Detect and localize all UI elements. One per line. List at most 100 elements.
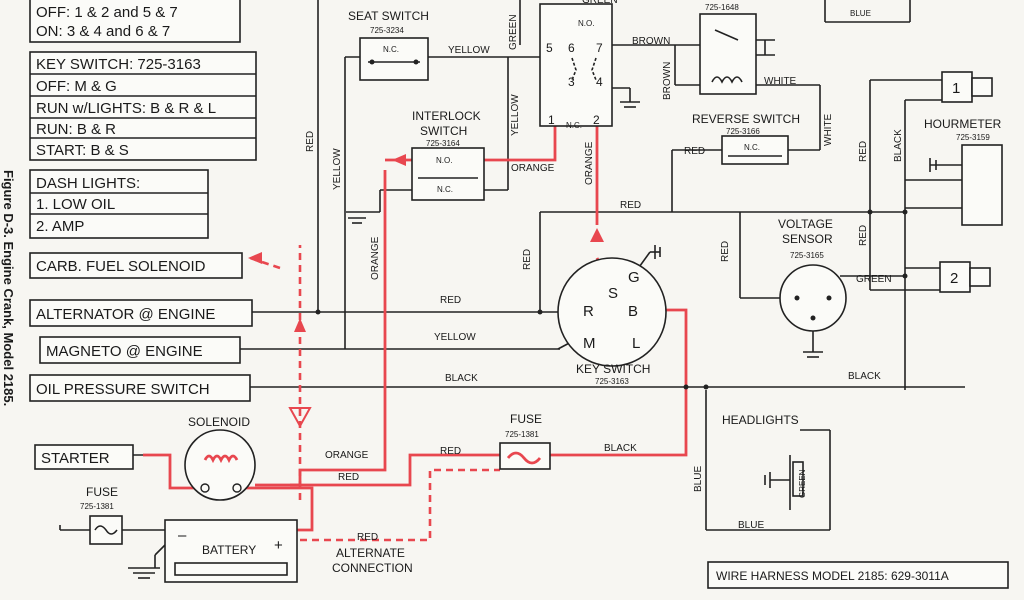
svg-text:725-3165: 725-3165: [790, 251, 824, 260]
svg-text:ORANGE: ORANGE: [584, 141, 595, 185]
dash-terminal-1: 1: [941, 71, 993, 103]
svg-text:BLACK: BLACK: [445, 373, 478, 384]
legend-top-box: OFF: 1 & 2 and 5 & 7 ON: 3 & 4 and 6 & 7: [29, 0, 241, 43]
svg-text:RED: RED: [440, 446, 461, 457]
svg-text:BLACK: BLACK: [848, 371, 881, 382]
svg-text:FUSE: FUSE: [510, 412, 542, 426]
svg-text:WHITE: WHITE: [823, 113, 834, 146]
svg-text:ORANGE: ORANGE: [370, 236, 381, 280]
key-switch-legend-box: KEY SWITCH: 725-3163 OFF: M & G RUN w/LI…: [29, 51, 257, 161]
svg-text:ALTERNATOR @ ENGINE: ALTERNATOR @ ENGINE: [36, 306, 215, 323]
figure-caption: Figure D-3. Engine Crank, Model 2185.: [1, 170, 16, 406]
dash-terminal-2: 2: [939, 261, 991, 293]
svg-text:N.O.: N.O.: [436, 156, 452, 165]
legend-top-line2: ON: 3 & 4 and 6 & 7: [36, 23, 170, 40]
reverse-switch: REVERSE SWITCH 725-3166 N.C.: [692, 112, 800, 165]
headlights: HEADLIGHTS: [722, 413, 799, 427]
svg-text:725-1381: 725-1381: [505, 430, 539, 439]
wire-color-labels: YELLOW GREEN GREEN BROWN BROWN WHITE WHI…: [305, 0, 904, 531]
svg-text:N.C.: N.C.: [383, 45, 399, 54]
svg-text:YELLOW: YELLOW: [434, 332, 476, 343]
svg-text:BATTERY: BATTERY: [202, 543, 256, 557]
svg-text:HEADLIGHTS: HEADLIGHTS: [722, 413, 799, 427]
svg-text:VOLTAGE: VOLTAGE: [778, 217, 833, 231]
svg-text:WHITE: WHITE: [764, 76, 797, 87]
svg-text:N.O.: N.O.: [578, 19, 594, 28]
svg-text:RED: RED: [858, 141, 869, 162]
svg-text:GREEN: GREEN: [798, 469, 807, 498]
key-switch-legend-row-run: RUN: B & R: [36, 121, 116, 138]
svg-text:SEAT SWITCH: SEAT SWITCH: [348, 9, 429, 23]
svg-text:N.C.: N.C.: [566, 121, 582, 130]
starter-label: STARTER: [34, 444, 134, 470]
svg-text:ORANGE: ORANGE: [325, 450, 369, 461]
key-switch-legend-row-run-lights: RUN w/LIGHTS: B & R & L: [36, 100, 216, 117]
hourmeter: HOURMETER 725-3159: [924, 117, 1003, 226]
oil-pressure-switch-label: OIL PRESSURE SWITCH: [29, 374, 251, 402]
svg-text:RED: RED: [720, 241, 731, 262]
svg-text:725-3234: 725-3234: [370, 26, 404, 35]
svg-text:725-3159: 725-3159: [956, 133, 990, 142]
top-right-blue-label: BLUE: [850, 9, 871, 18]
key-switch-legend-row-off: OFF: M & G: [36, 78, 117, 95]
svg-text:725-1381: 725-1381: [80, 502, 114, 511]
svg-text:RED: RED: [620, 200, 641, 211]
svg-text:RED: RED: [440, 295, 461, 306]
svg-text:STARTER: STARTER: [41, 450, 110, 467]
fuse-mid: FUSE 725-1381: [499, 412, 551, 470]
svg-text:R: R: [583, 303, 594, 320]
svg-text:SWITCH: SWITCH: [420, 124, 467, 138]
svg-text:1: 1: [548, 113, 555, 127]
legend-top-line1: OFF: 1 & 2 and 5 & 7: [36, 4, 178, 21]
solenoid: SOLENOID: [184, 415, 256, 501]
svg-text:2: 2: [950, 270, 958, 287]
svg-text:RED: RED: [357, 532, 378, 543]
svg-text:L: L: [632, 335, 640, 352]
svg-text:BROWN: BROWN: [632, 36, 670, 47]
junction-dots: [315, 209, 908, 390]
svg-text:6: 6: [568, 41, 575, 55]
svg-text:BLUE: BLUE: [693, 466, 704, 492]
wire-harness-label: WIRE HARNESS MODEL 2185: 629-3011A: [707, 561, 1009, 589]
interlock-switch: INTERLOCK SWITCH 725-3164 N.O. N.C.: [411, 109, 485, 201]
svg-text:BLACK: BLACK: [604, 443, 637, 454]
dash-lights-row-1: 1. LOW OIL: [36, 196, 115, 213]
svg-text:725-3164: 725-3164: [426, 139, 460, 148]
svg-text:OIL PRESSURE SWITCH: OIL PRESSURE SWITCH: [36, 381, 210, 398]
key-switch-legend-title: KEY SWITCH: 725-3163: [36, 56, 201, 73]
svg-text:REVERSE SWITCH: REVERSE SWITCH: [692, 112, 800, 126]
key-switch: G S B R M L KEY SWITCH 725-3163: [557, 257, 667, 386]
key-switch-legend-row-start: START: B & S: [36, 142, 129, 159]
fuse-left: FUSE 725-1381: [80, 485, 123, 545]
svg-text:N.C.: N.C.: [744, 143, 760, 152]
svg-text:–: –: [178, 527, 187, 544]
svg-text:YELLOW: YELLOW: [448, 45, 490, 56]
seat-switch: SEAT SWITCH 725-3234 N.C.: [348, 9, 429, 81]
pto-switch: N.O. 5 6 7 3 4 1 2 N.C.: [539, 3, 613, 130]
svg-text:RED: RED: [684, 146, 705, 157]
battery: BATTERY – +: [164, 519, 298, 583]
svg-text:M: M: [583, 335, 596, 352]
svg-text:GREEN: GREEN: [582, 0, 618, 6]
alternator-label: ALTERNATOR @ ENGINE: [29, 299, 253, 327]
svg-text:ALTERNATE: ALTERNATE: [336, 546, 405, 560]
svg-text:5: 5: [546, 41, 553, 55]
svg-text:725-3166: 725-3166: [726, 127, 760, 136]
svg-text:INTERLOCK: INTERLOCK: [412, 109, 481, 123]
svg-text:2: 2: [593, 113, 600, 127]
magneto-label: MAGNETO @ ENGINE: [39, 336, 241, 364]
dash-lights-legend-box: DASH LIGHTS: 1. LOW OIL 2. AMP: [29, 169, 209, 239]
svg-text:WIRE HARNESS MODEL 2185: 629-3: WIRE HARNESS MODEL 2185: 629-3011A: [716, 569, 949, 583]
svg-text:RED: RED: [858, 225, 869, 246]
dash-lights-title: DASH LIGHTS:: [36, 175, 140, 192]
svg-text:SOLENOID: SOLENOID: [188, 415, 250, 429]
svg-text:YELLOW: YELLOW: [332, 148, 343, 190]
svg-text:RED: RED: [305, 131, 316, 152]
svg-text:725-3163: 725-3163: [595, 377, 629, 386]
svg-text:SENSOR: SENSOR: [782, 232, 833, 246]
carb-fuel-solenoid-label: CARB. FUEL SOLENOID: [29, 252, 243, 279]
svg-text:G: G: [628, 269, 640, 286]
svg-text:725-1648: 725-1648: [705, 3, 739, 12]
svg-text:HOURMETER: HOURMETER: [924, 117, 1002, 131]
